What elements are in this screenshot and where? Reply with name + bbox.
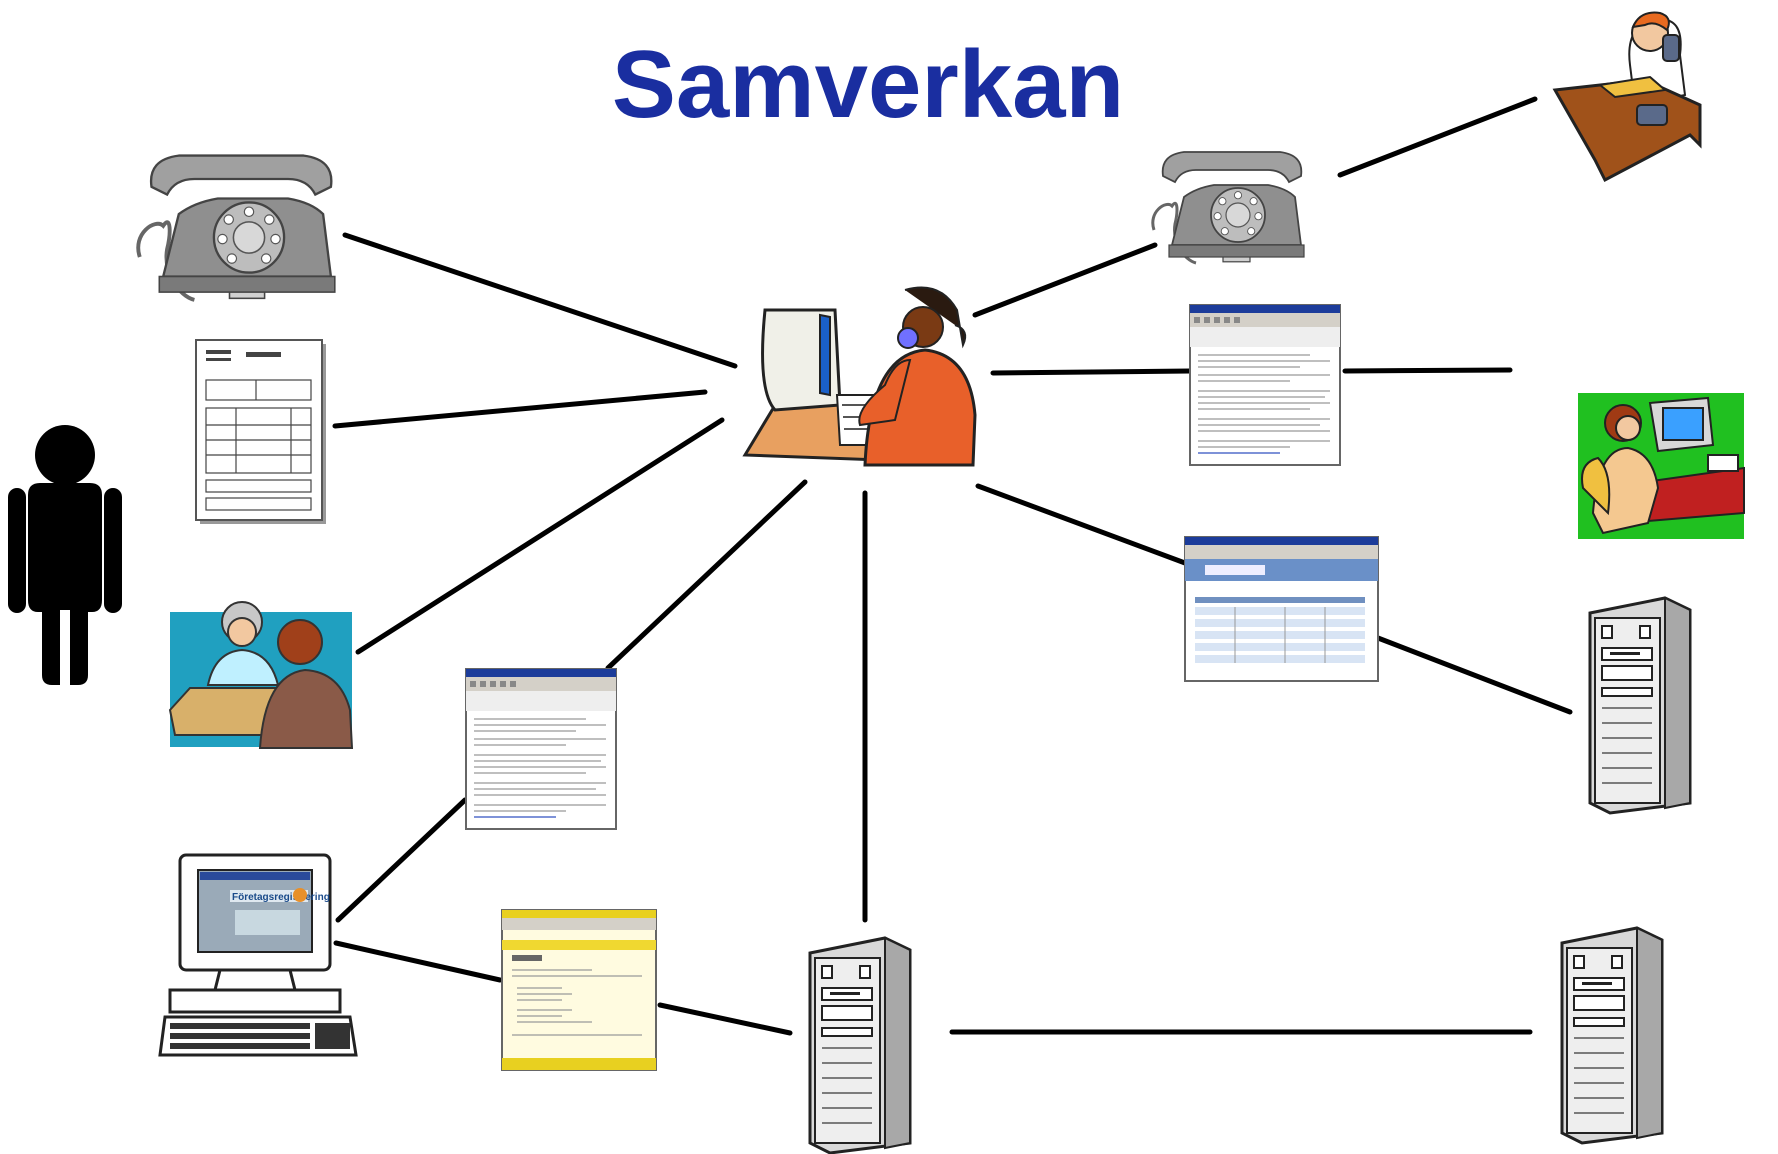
edge-pc-webform — [333, 940, 503, 983]
counter-meeting-icon — [168, 601, 354, 749]
edge-email-right-officer — [1342, 367, 1513, 374]
server-tower-icon — [1588, 596, 1692, 815]
officer-on-phone-icon — [1552, 11, 1702, 183]
paper-form-icon — [195, 339, 326, 524]
web-form-window-icon — [501, 909, 657, 1071]
edge-phone-right-officer — [1337, 96, 1538, 178]
edge-email-agent — [605, 479, 808, 671]
server-tower-icon — [808, 936, 912, 1154]
web-page-window-icon — [1184, 536, 1379, 682]
edge-meeting-agent — [355, 417, 725, 655]
edge-agent-email-right — [990, 368, 1193, 376]
edge-webform-server — [657, 1002, 793, 1036]
rotary-phone-icon — [136, 153, 337, 302]
desktop-computer-icon: Företagsregistrering — [158, 853, 358, 1057]
call-center-agent-icon — [742, 286, 977, 467]
screen-banner-text: Företagsregistrering — [232, 892, 330, 903]
person-silhouette-icon — [8, 425, 122, 685]
officer-at-computer-icon — [1578, 393, 1745, 539]
edge-pc-email — [335, 797, 468, 923]
edge-agent-phone-right — [972, 242, 1158, 318]
rotary-phone-icon — [1151, 150, 1306, 265]
connector-lines — [332, 96, 1573, 1036]
edge-agent-webpage — [975, 483, 1188, 566]
diagram-title: Samverkan — [612, 31, 1124, 138]
edge-phone-agent — [342, 232, 738, 369]
email-window-icon — [465, 668, 617, 830]
edge-webpage-server — [1375, 635, 1573, 715]
email-window-icon — [1189, 304, 1341, 466]
edge-form-agent — [332, 389, 708, 429]
server-tower-icon — [1560, 926, 1664, 1145]
